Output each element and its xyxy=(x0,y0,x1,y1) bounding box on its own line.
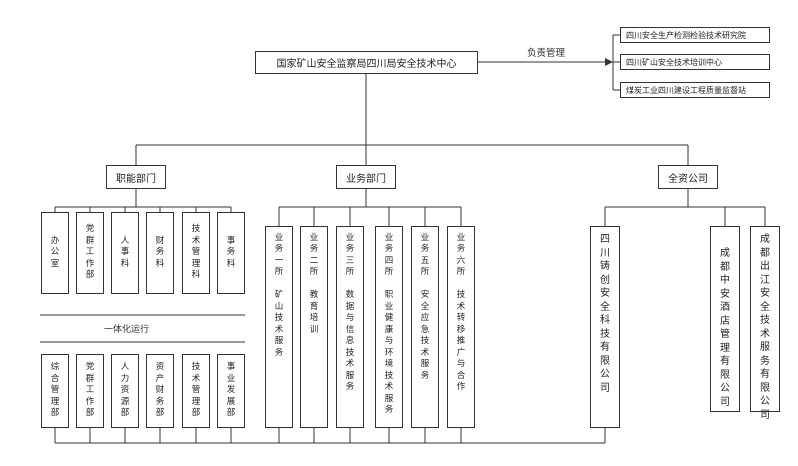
business-unit-desc: 职业健康与环境技术服务 xyxy=(384,290,394,416)
functional-bottom-item: 技术管理部 xyxy=(182,354,210,428)
functional-bottom-item: 人力资源部 xyxy=(111,354,139,428)
business-unit-desc: 数据与信息技术服务 xyxy=(345,290,355,393)
business-unit-name: 业务二所 xyxy=(309,233,319,278)
business-unit: 业务三所 数据与信息技术服务 xyxy=(336,226,364,428)
business-unit: 业务六所 技术转移推广与合作 xyxy=(447,226,475,428)
business-unit-desc: 技术转移推广与合作 xyxy=(456,290,466,393)
business-unit-name: 业务六所 xyxy=(456,233,466,278)
company-node: 成都中安酒店管理有限公司 xyxy=(710,226,740,412)
branch-functional: 职能部门 xyxy=(106,165,166,189)
root-title: 国家矿山安全监察局四川局安全技术中心 xyxy=(276,59,457,70)
business-unit: 业务二所 教育培训 xyxy=(300,226,328,428)
company-node: 成都出江安全技术服务有限公司 xyxy=(750,226,780,421)
business-unit: 业务四所 职业健康与环境技术服务 xyxy=(375,226,403,428)
business-unit-desc: 教育培训 xyxy=(309,290,319,335)
managed-label: 负责管理 xyxy=(527,48,566,59)
functional-top-item: 党群工作部 xyxy=(76,212,104,294)
business-unit-name: 业务四所 xyxy=(384,233,394,278)
company-node: 四川铸创安全科技有限公司 xyxy=(590,226,620,428)
business-unit-desc: 安全应急技术服务 xyxy=(420,290,430,381)
business-unit-name: 业务五所 xyxy=(420,233,430,278)
business-unit-desc: 矿山技术服务 xyxy=(274,290,284,358)
functional-bottom-item: 资产财务部 xyxy=(146,354,174,428)
branch-companies: 全资公司 xyxy=(658,165,718,189)
branch-business: 业务部门 xyxy=(336,165,396,189)
business-unit: 业务一所 矿山技术服务 xyxy=(265,226,293,428)
integration-label: 一体化运行 xyxy=(104,325,150,335)
managed-item: 煤炭工业四川建设工程质量监督站 xyxy=(620,82,770,98)
business-unit-name: 业务一所 xyxy=(274,233,284,278)
business-unit: 业务五所 安全应急技术服务 xyxy=(411,226,439,428)
functional-top-item: 技术管理科 xyxy=(182,212,210,294)
functional-top-item: 办公室 xyxy=(41,212,69,294)
functional-bottom-item: 综合管理部 xyxy=(41,354,69,428)
managed-item: 四川安全生产检测检验技术研究院 xyxy=(620,27,770,43)
managed-item: 四川矿山安全技术培训中心 xyxy=(620,54,770,70)
business-unit-name: 业务三所 xyxy=(345,233,355,278)
functional-top-item: 人事科 xyxy=(111,212,139,294)
root-node: 国家矿山安全监察局四川局安全技术中心 xyxy=(255,51,478,74)
functional-top-item: 事务科 xyxy=(217,212,245,294)
functional-top-item: 财务科 xyxy=(146,212,174,294)
functional-bottom-item: 党群工作部 xyxy=(76,354,104,428)
functional-bottom-item: 事业发展部 xyxy=(217,354,245,428)
